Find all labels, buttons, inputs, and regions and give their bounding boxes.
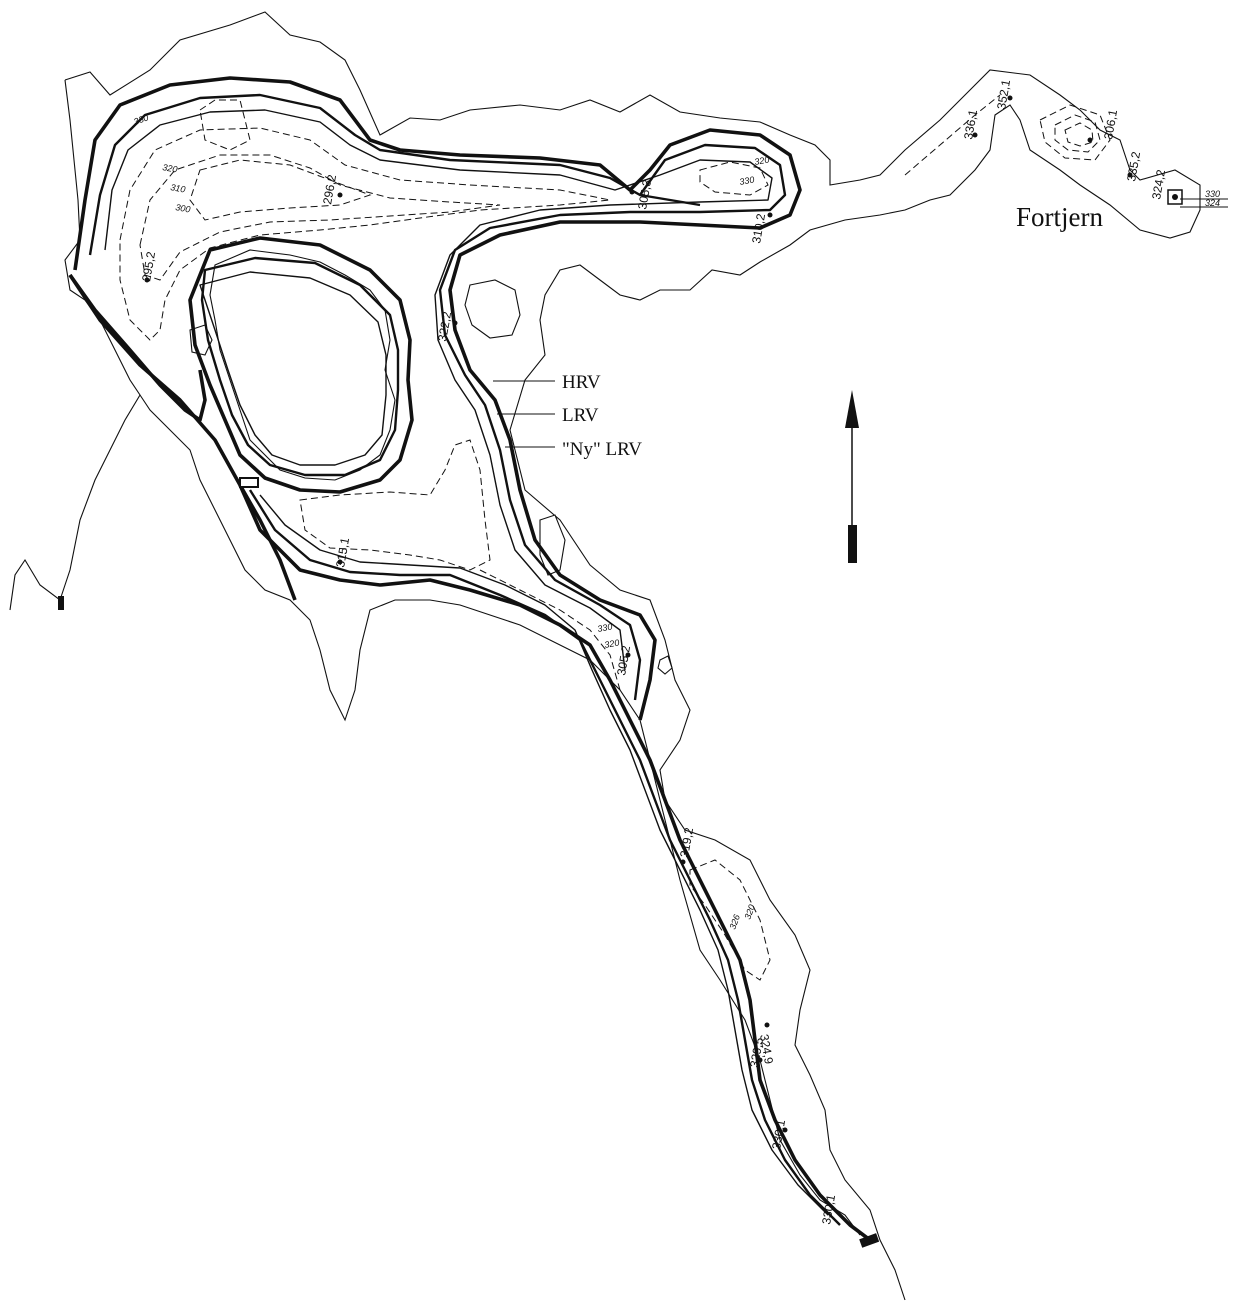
nylrv-south-channel xyxy=(259,494,829,1216)
sounding-point xyxy=(1127,172,1133,178)
lrv-main-basin xyxy=(88,93,787,701)
sounding-label: 335,2 xyxy=(1124,150,1143,182)
soundings: 295,2 296,2 305,3 310,2 322,2 315,1 305,… xyxy=(139,78,1168,1225)
dam-west-icon xyxy=(58,596,64,610)
sounding-label: 295,2 xyxy=(139,250,158,282)
contour-label: 320 xyxy=(162,162,179,174)
sounding-point xyxy=(1007,95,1013,101)
island-tiny xyxy=(657,655,673,675)
hrv-contours xyxy=(68,76,872,1242)
contour-label: 330 xyxy=(1205,189,1220,199)
sounding-label: 310,2 xyxy=(749,212,768,244)
depth-contours xyxy=(119,94,1111,981)
fortjern-detail: 330 324 xyxy=(1167,189,1228,208)
contour-south-basin xyxy=(299,439,491,571)
contour-330-upper xyxy=(199,99,251,151)
sounding-label: 296,2 xyxy=(320,173,339,205)
sounding-label: 330,1 xyxy=(769,1118,788,1150)
sounding-point xyxy=(757,1057,763,1063)
contour-310-main xyxy=(139,154,501,281)
sounding-point xyxy=(629,189,635,195)
sounding-point xyxy=(144,277,150,283)
nylrv-main-basin xyxy=(104,109,773,671)
legend-label-lrv: LRV xyxy=(562,405,599,426)
sounding-point xyxy=(782,1127,788,1133)
contour-channel xyxy=(479,569,621,691)
sounding-point xyxy=(972,132,978,138)
contour-east-basin xyxy=(699,161,769,196)
sounding-point xyxy=(625,652,631,658)
contour-label: 320 xyxy=(754,155,771,167)
place-label-fortjern: Fortjern xyxy=(1016,202,1103,232)
contour-fortjern-3 xyxy=(1064,122,1094,147)
sounding-point xyxy=(452,320,458,326)
lrv-fortjern-outlet xyxy=(639,193,701,207)
shoreline-south xyxy=(139,394,861,1236)
sounding-label: 305,2 xyxy=(614,644,633,676)
contour-label: 320 xyxy=(604,638,621,650)
sounding-label: 315,1 xyxy=(333,536,352,568)
hrv-south-channel xyxy=(238,484,872,1242)
sounding-label: 336,1 xyxy=(961,108,980,140)
lrv-south-channel xyxy=(248,489,841,1226)
lrv-contours xyxy=(88,93,841,1226)
dam-markers xyxy=(58,477,880,1248)
hrv-island-ring xyxy=(188,236,414,494)
sounding-label: 319,2 xyxy=(677,826,696,858)
sounding-label: 329,5 xyxy=(747,1036,766,1068)
sounding-point xyxy=(680,859,686,865)
shoreline xyxy=(9,11,1201,1301)
contour-lower-basin xyxy=(689,859,771,981)
contour-label: 310 xyxy=(170,182,187,194)
sounding-point xyxy=(337,192,343,198)
legend-label-nylrv: "Ny" LRV xyxy=(562,439,642,460)
island-small-south xyxy=(539,514,566,576)
legend-label-hrv: HRV xyxy=(562,372,601,393)
contour-label: 300 xyxy=(175,202,192,214)
nylrv-contours xyxy=(104,109,829,1216)
contour-label: 330 xyxy=(132,112,150,127)
dam-south-icon xyxy=(859,1233,880,1248)
island-small-north xyxy=(464,279,521,339)
contour-label: 324 xyxy=(1205,198,1220,208)
hrv-west-channel xyxy=(68,274,297,601)
contour-fortjern-1 xyxy=(1039,104,1111,161)
sounding-label: 305,3 xyxy=(635,178,654,210)
dam-island-icon xyxy=(239,477,259,488)
contour-fortjern-channel xyxy=(904,94,1001,176)
sounding-point xyxy=(767,212,773,218)
sounding-label: 306,1 xyxy=(1101,108,1120,140)
fortjern-box xyxy=(1167,189,1183,205)
sounding-label: 330,1 xyxy=(819,1193,838,1225)
contour-label: 320 xyxy=(742,903,757,921)
contour-labels: 330 320 310 300 330 320 330 320 326 320 xyxy=(132,112,770,930)
north-arrow-icon xyxy=(845,390,859,563)
sounding-label: 352,1 xyxy=(994,78,1013,110)
shoreline-main xyxy=(64,11,1201,1301)
lrv-island-ring xyxy=(200,256,400,477)
contour-label: 326 xyxy=(727,913,742,931)
sounding-label: 322,2 xyxy=(435,310,454,342)
nylrv-island-ring xyxy=(199,271,387,466)
sounding-label: 324,9 xyxy=(757,1033,776,1065)
fortjern-point xyxy=(1172,194,1178,200)
contour-label: 330 xyxy=(597,622,614,634)
contour-300-main xyxy=(189,159,372,221)
sounding-point xyxy=(764,1022,770,1028)
legend: HRV LRV "Ny" LRV xyxy=(493,372,642,460)
island-large xyxy=(209,249,396,481)
contour-label: 330 xyxy=(739,175,756,187)
sounding-label: 324,2 xyxy=(1149,168,1168,200)
hrv-west-shore xyxy=(68,273,207,422)
islands xyxy=(189,249,673,675)
sounding-point xyxy=(1087,137,1093,143)
contour-fortjern-2 xyxy=(1054,114,1101,153)
hrv-main-basin xyxy=(73,76,802,721)
sounding-point xyxy=(337,559,343,565)
